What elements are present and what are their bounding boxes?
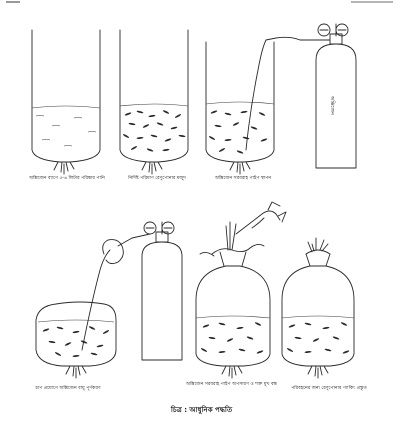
caption-step4: চাপ প্রয়োগে অক্সিজেন বায়ু পূর্ণকরণ [35, 386, 101, 391]
caption-step5: অক্সিজেন সরবরাহ পাইপ অপসারণ ও শক্ত মুখ ব… [186, 382, 278, 387]
step2-bag-illustration [119, 29, 189, 175]
caption-step6: পরিবহনের জন্য রেণুপোনার প্যাকিং প্রস্তুত [291, 386, 367, 391]
figure-caption: চিত্র : আধুনিক পদ্ধতি [170, 406, 233, 414]
caption-step1: অক্সিজেন ব্যাগে ৫-৬ লিটার পরিষ্কার পানি [29, 176, 105, 181]
caption-step3: অক্সিজেন সরবরাহ পাইপ স্থাপন [214, 176, 272, 181]
running-title [351, 1, 393, 3]
step6-bag-illustration [281, 237, 355, 379]
step5-bag-illustration [195, 201, 287, 379]
step3-bag-illustration [205, 36, 321, 175]
step1-bag-illustration [31, 29, 101, 175]
page-number [6, 1, 20, 3]
oxygen-cylinder-1 [315, 23, 357, 169]
page-header [0, 0, 403, 8]
cylinder-label: অক্সিজেন [329, 96, 335, 115]
caption-step2: নির্দিষ্ট পরিমাণ রেণুপোনার মজুদ [128, 176, 186, 181]
step4-bag-illustration [35, 233, 151, 379]
oxygen-cylinder-2 [141, 221, 183, 361]
